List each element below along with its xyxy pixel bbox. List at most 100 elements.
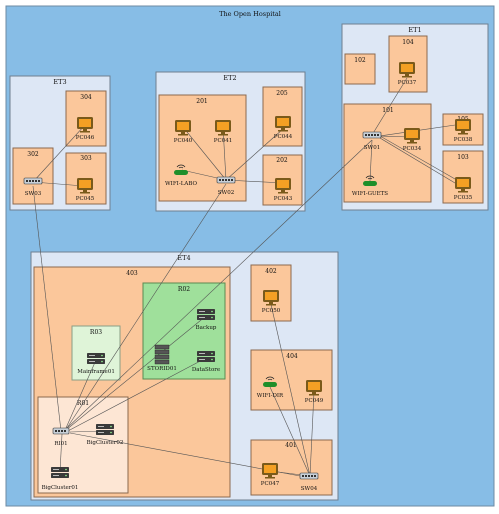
room-103-label: 103 xyxy=(457,154,469,161)
sw02-label: SW02 xyxy=(218,190,234,196)
pc047-device[interactable]: PC047 xyxy=(261,463,280,487)
link-sw02-pc043 xyxy=(225,179,284,184)
sw04-device[interactable]: SW04 xyxy=(299,472,319,492)
ri01-device[interactable]: RI01 xyxy=(52,427,70,447)
pc038-label: PC038 xyxy=(454,137,473,143)
sw01-device[interactable]: SW01 xyxy=(362,131,382,151)
wifi-router-icon xyxy=(263,376,277,387)
room-202-label: 202 xyxy=(276,157,288,164)
room-104-label: 104 xyxy=(402,39,414,46)
mainframe01-label: Mainframe01 xyxy=(77,369,115,375)
room-r02-label: R02 xyxy=(178,286,190,293)
link-sw04-wifidir xyxy=(269,386,311,477)
sw03-label: SW03 xyxy=(25,191,42,197)
link-sw02-ri01 xyxy=(64,183,227,432)
link-sw02-pc044 xyxy=(225,128,284,181)
bigcluster01-device[interactable]: BigCluster01 xyxy=(42,467,79,491)
switch-icon xyxy=(52,427,70,435)
pc046-label: PC046 xyxy=(76,135,95,141)
pc049-device[interactable]: PC049 xyxy=(305,380,324,404)
monitor-icon xyxy=(175,120,191,136)
link-sw01-wifi xyxy=(369,139,373,182)
link-sw01-ri01 xyxy=(65,139,373,430)
link-sw02-pc041 xyxy=(222,126,227,181)
pc038-device[interactable]: PC038 xyxy=(454,119,473,143)
room-404-label: 404 xyxy=(286,353,298,360)
link-sw02-pc040 xyxy=(182,126,227,181)
server-icon xyxy=(51,467,69,478)
room-201 xyxy=(158,94,247,202)
storid01-device[interactable]: STORID01 xyxy=(147,344,177,372)
link-ri01-backup xyxy=(65,315,207,431)
pc045-device[interactable]: PC045 xyxy=(76,178,95,202)
pc040-device[interactable]: PC040 xyxy=(174,120,193,144)
pc041-device[interactable]: PC041 xyxy=(214,120,232,144)
link-ri01-mainframe xyxy=(65,359,97,429)
link-sw03-pc046 xyxy=(32,124,86,183)
link-sw01-pc035b xyxy=(379,137,461,187)
bigcluster02-device[interactable]: BigCluster02 xyxy=(87,424,124,446)
pc034-device[interactable]: PC034 xyxy=(403,128,422,152)
wifi-guests-label: WIFI-GUETS xyxy=(352,191,388,197)
room-302-label: 302 xyxy=(27,151,39,158)
building-et3-label: ET3 xyxy=(53,78,66,86)
pc035-label: PC035 xyxy=(454,195,473,201)
sw03-device[interactable]: SW03 xyxy=(23,177,43,197)
hospital-title: The Open Hospital xyxy=(219,10,281,18)
backup-device[interactable]: Backup xyxy=(196,309,217,331)
bigcluster01-label: BigCluster01 xyxy=(42,485,79,491)
server-icon xyxy=(96,424,114,435)
room-102 xyxy=(344,53,376,85)
pc041-label: PC041 xyxy=(214,138,232,144)
room-r02 xyxy=(142,282,226,380)
pc049-label: PC049 xyxy=(305,398,324,404)
pc037-label: PC037 xyxy=(398,80,417,86)
storage-array-icon xyxy=(154,344,170,365)
switch-icon xyxy=(299,472,319,480)
pc045-label: PC045 xyxy=(76,196,95,202)
mainframe01-device[interactable]: Mainframe01 xyxy=(77,353,115,375)
room-102-label: 102 xyxy=(354,57,366,64)
pc034-label: PC034 xyxy=(403,146,422,152)
pc037-device[interactable]: PC037 xyxy=(398,62,417,86)
sw02-device[interactable]: SW02 xyxy=(216,176,236,196)
monitor-icon xyxy=(262,463,278,479)
room-r03-label: R03 xyxy=(90,329,102,336)
wifi-guests-device[interactable]: WIFI-GUETS xyxy=(352,175,388,197)
monitor-icon xyxy=(404,128,420,144)
switch-icon xyxy=(23,177,43,185)
monitor-icon xyxy=(77,178,93,194)
pc046-device[interactable]: PC046 xyxy=(76,117,95,141)
room-205-label: 205 xyxy=(276,90,288,97)
pc035-device[interactable]: PC035 xyxy=(454,177,473,201)
room-104 xyxy=(388,35,428,93)
pc043-device[interactable]: PC043 xyxy=(274,178,293,202)
room-303-label: 303 xyxy=(80,155,92,162)
pc044-label: PC044 xyxy=(274,134,293,140)
wifi-labo-label: WIFI-LABO xyxy=(165,181,197,187)
pc044-device[interactable]: PC044 xyxy=(274,116,293,140)
link-sw01-pc038 xyxy=(379,123,463,137)
monitor-icon xyxy=(399,62,415,78)
datastore-device[interactable]: DataStore xyxy=(192,351,220,373)
wifi-router-icon xyxy=(363,175,377,186)
pc050-device[interactable]: PC050 xyxy=(262,290,281,314)
bigcluster02-label: BigCluster02 xyxy=(87,440,124,446)
building-et4-label: ET4 xyxy=(177,254,190,262)
room-201-label: 201 xyxy=(196,98,207,105)
ri01-label: RI01 xyxy=(54,441,67,447)
switch-icon xyxy=(216,176,236,184)
backup-label: Backup xyxy=(196,325,217,331)
building-et1-label: ET1 xyxy=(408,26,421,34)
wifi-dir-device[interactable]: WIFI-DIR xyxy=(257,376,284,399)
server-icon xyxy=(197,309,215,320)
sw01-label: SW01 xyxy=(364,145,380,151)
wifi-router-icon xyxy=(174,164,188,175)
datastore-label: DataStore xyxy=(192,367,220,373)
link-sw01-pc035a xyxy=(379,135,463,184)
wifi-labo-device[interactable]: WIFI-LABO xyxy=(165,164,197,187)
link-sw03-ri01 xyxy=(32,185,62,432)
monitor-icon xyxy=(263,290,279,306)
room-401-label: 401 xyxy=(285,442,296,449)
